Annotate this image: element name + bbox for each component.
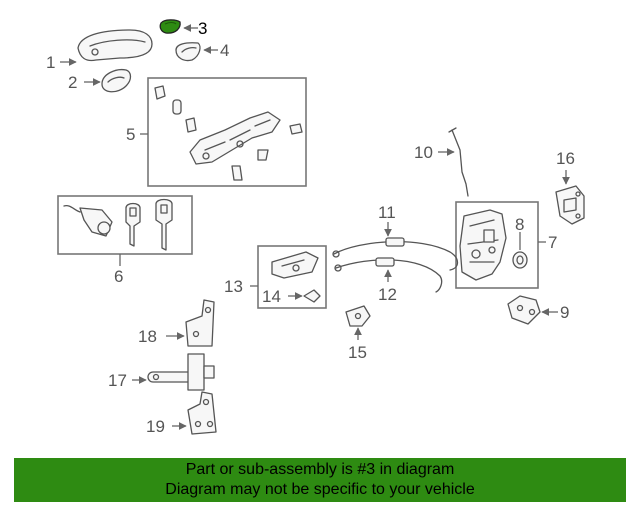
callout-11[interactable]: 11 xyxy=(378,203,396,222)
part-12-lower-cable[interactable] xyxy=(334,257,443,293)
part-1-outside-handle[interactable] xyxy=(77,29,153,62)
callout-16[interactable]: 16 xyxy=(556,149,575,168)
callout-12[interactable]: 12 xyxy=(378,285,397,304)
box-5 xyxy=(147,77,307,187)
part-3-handle-cap-highlighted[interactable] xyxy=(159,19,181,34)
part-6-lock-cylinder-keys[interactable] xyxy=(63,198,173,251)
part-8-seal[interactable] xyxy=(512,251,528,269)
callout-4[interactable]: 4 xyxy=(220,41,229,60)
part-16-striker[interactable] xyxy=(555,185,585,225)
callout-15[interactable]: 15 xyxy=(348,343,367,362)
callout-1[interactable]: 1 xyxy=(46,53,55,72)
callout-18[interactable]: 18 xyxy=(138,327,157,346)
part-13-inside-handle[interactable] xyxy=(271,251,319,279)
part-18-upper-hinge[interactable] xyxy=(185,299,215,347)
part-4-cap-cover[interactable] xyxy=(175,42,201,62)
banner-line-1: Part or sub-assembly is #3 in diagram xyxy=(185,461,455,478)
part-info-banner: Part or sub-assembly is #3 in diagram Di… xyxy=(14,458,626,502)
part-5-handle-frame[interactable] xyxy=(154,85,303,181)
callout-13[interactable]: 13 xyxy=(224,277,243,296)
parts-diagram: 1 2 3 4 5 xyxy=(46,19,585,436)
callout-6[interactable]: 6 xyxy=(114,267,123,286)
box-13 xyxy=(257,245,327,309)
callout-8[interactable]: 8 xyxy=(515,215,524,234)
callout-3[interactable]: 3 xyxy=(198,19,207,38)
part-9-latch-bracket[interactable] xyxy=(507,295,541,325)
box-7 xyxy=(455,201,539,289)
callout-19[interactable]: 19 xyxy=(146,417,165,436)
callout-7[interactable]: 7 xyxy=(548,233,557,252)
part-7-door-latch[interactable] xyxy=(459,209,507,281)
part-15-bracket[interactable] xyxy=(345,305,371,327)
callout-5[interactable]: 5 xyxy=(126,125,135,144)
part-19-lower-hinge[interactable] xyxy=(187,391,217,435)
part-11-upper-cable[interactable] xyxy=(332,237,459,271)
callout-2[interactable]: 2 xyxy=(68,73,77,92)
callout-10[interactable]: 10 xyxy=(414,143,433,162)
part-10-lock-rod[interactable] xyxy=(448,127,469,197)
part-17-door-check[interactable] xyxy=(147,353,215,391)
box-6 xyxy=(57,195,193,255)
callout-9[interactable]: 9 xyxy=(560,303,569,322)
callout-14[interactable]: 14 xyxy=(262,287,281,306)
part-14-clip[interactable] xyxy=(303,289,321,303)
part-2-handle-bezel[interactable] xyxy=(101,68,132,93)
callout-17[interactable]: 17 xyxy=(108,371,127,390)
banner-line-2: Diagram may not be specific to your vehi… xyxy=(165,481,475,498)
